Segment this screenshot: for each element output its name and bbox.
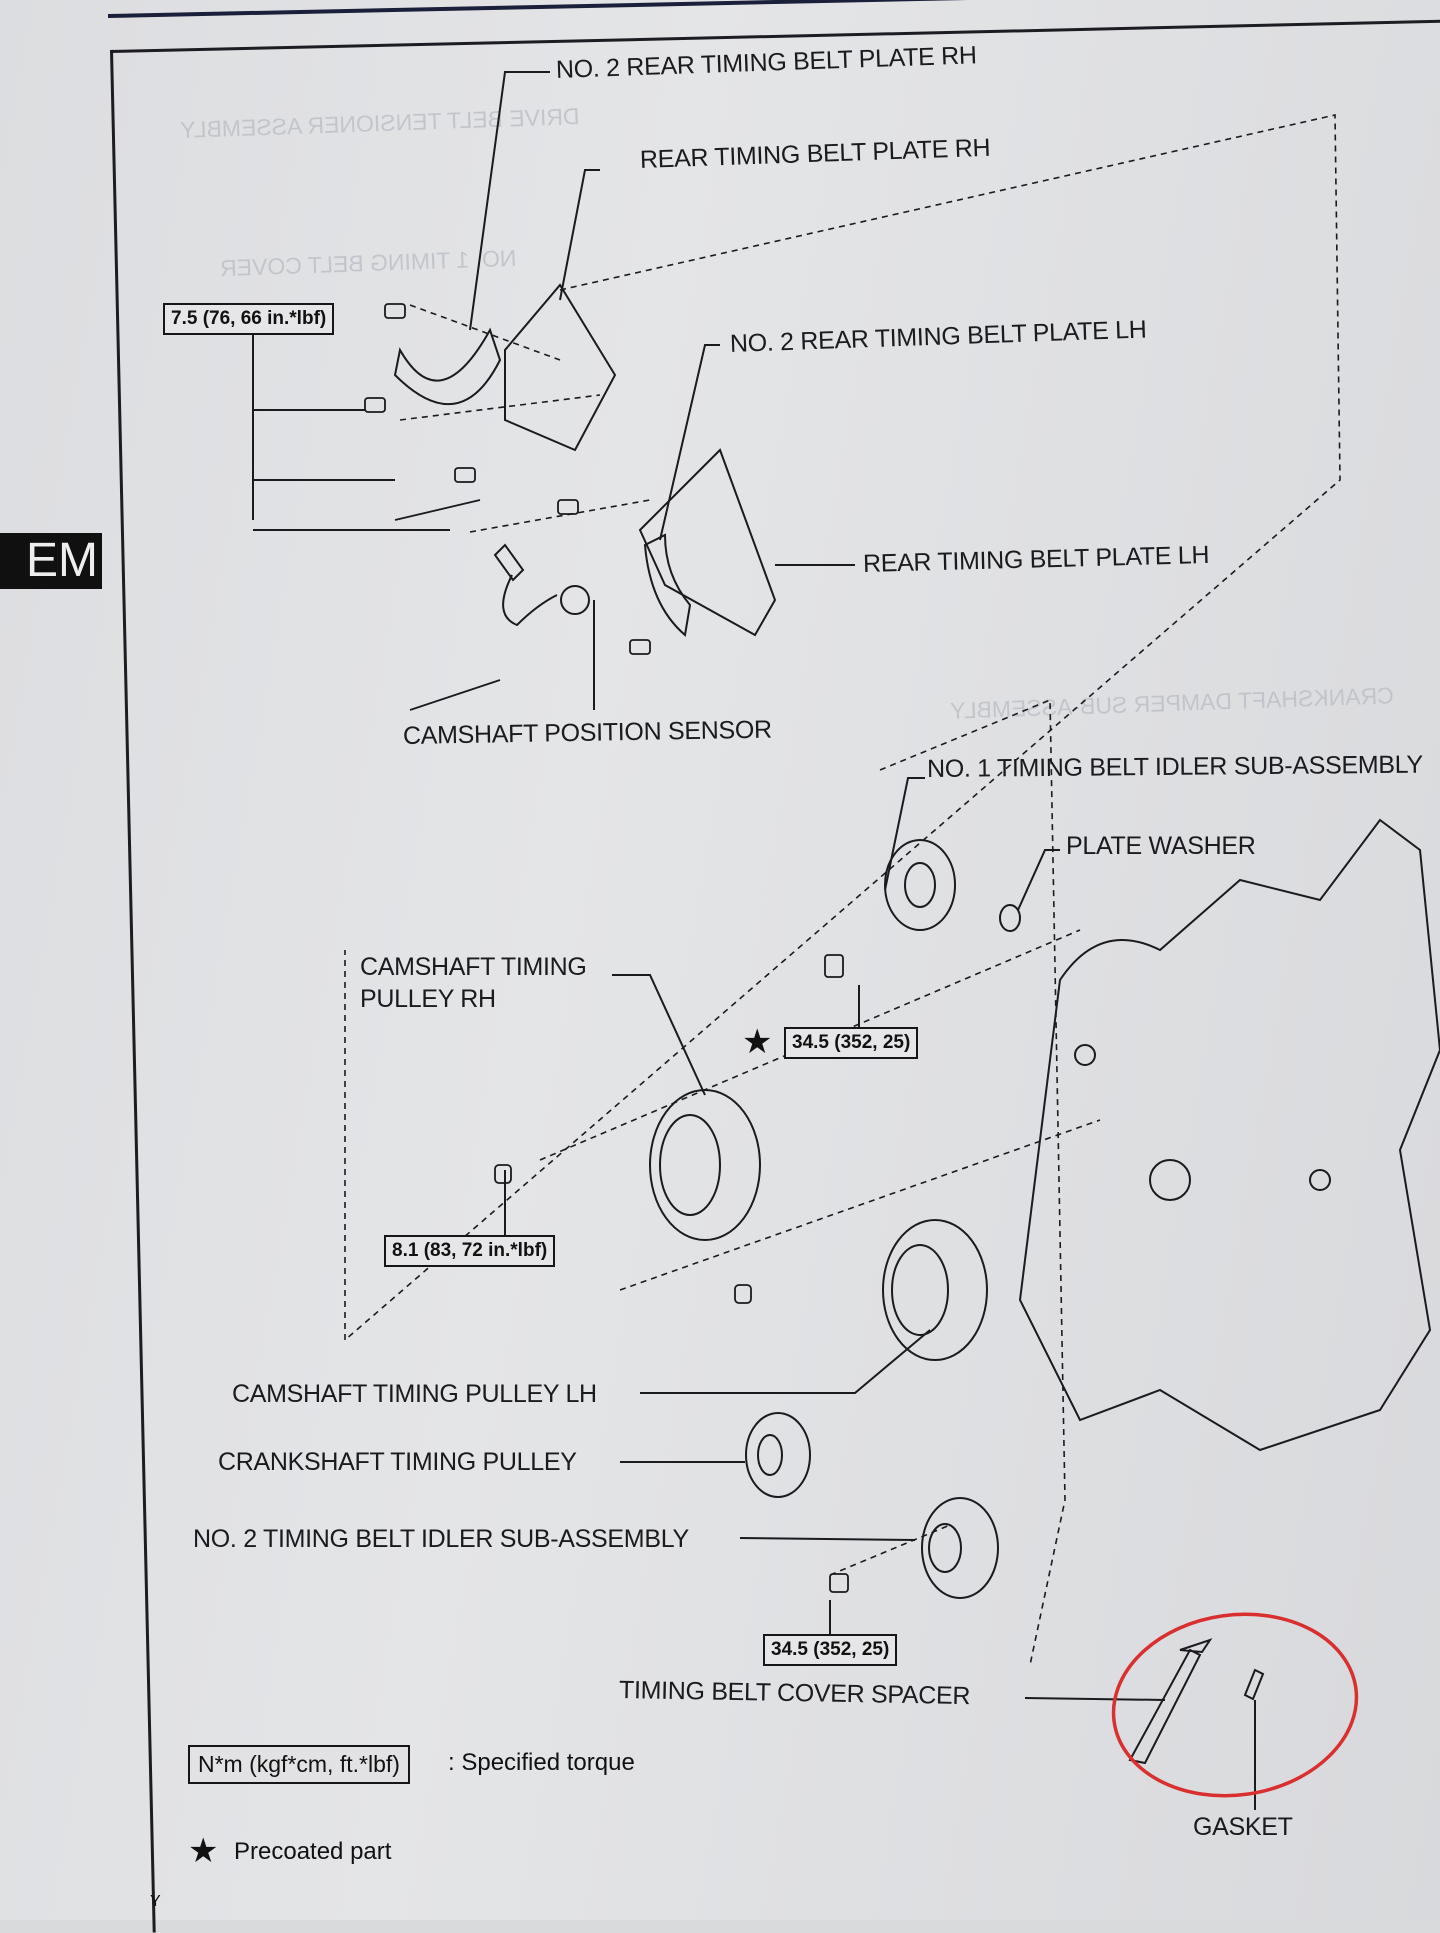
leader-line [612, 974, 706, 1096]
leader-line [559, 169, 600, 301]
label-camshaft-timing-pulley-rh-line2: PULLEY RH [360, 985, 496, 1013]
label-plate-washer: PLATE WASHER [1066, 832, 1256, 860]
section-tab-em: EM [0, 533, 102, 589]
torque-idler-no2-bolt: 34.5 (352, 25) [763, 1634, 898, 1666]
engine-block-outline [1018, 818, 1440, 1452]
leader-line [1024, 1697, 1166, 1701]
leader-line [1017, 849, 1060, 911]
no2-rear-plate-rh-shape [393, 327, 502, 406]
legend-precoated-desc: Precoated part [234, 1838, 392, 1865]
leader-line [640, 1329, 931, 1394]
leader-line [469, 71, 550, 331]
gasket-shape [1243, 1668, 1265, 1701]
label-crankshaft-timing-pulley: CRANKSHAFT TIMING PULLEY [218, 1448, 577, 1476]
no2-rear-plate-lh-shape [643, 533, 692, 637]
torque-rear-plate-bolts: 7.5 (76, 66 in.*lbf) [163, 303, 335, 335]
idler-no2-shape [921, 1497, 999, 1599]
camshaft-sensor-body [560, 585, 590, 615]
cam-pulley-lh-shape [882, 1219, 988, 1361]
torque-idler-no1-bolt: 34.5 (352, 25) [784, 1027, 919, 1059]
leader-line [659, 344, 720, 541]
rear-plate-lh-shape [638, 448, 777, 637]
crank-pulley-shape [745, 1412, 811, 1498]
leader-line [739, 1537, 916, 1541]
assembly-line [879, 698, 1066, 1666]
legend-star-icon: ★ [188, 1832, 219, 1870]
label-gasket: GASKET [1193, 1813, 1293, 1841]
torque-cam-pulley-bolt: 8.1 (83, 72 in.*lbf) [384, 1235, 556, 1267]
legend-torque-unit: N*m (kgf*cm, ft.*lbf) [188, 1745, 410, 1784]
camshaft-sensor-shape [493, 543, 558, 627]
assembly-line [344, 114, 1341, 1341]
idler-no1-shape [884, 839, 956, 931]
timing-belt-cover-spacer-shape [1128, 1638, 1213, 1765]
plate-washer-shape [999, 904, 1021, 932]
precoated-star-icon: ★ [742, 1023, 773, 1061]
label-camshaft-timing-pulley-rh-line1: CAMSHAFT TIMING [360, 953, 587, 981]
cam-pulley-rh-shape [649, 1089, 761, 1241]
highlight-circle [1111, 1612, 1359, 1798]
label-no1-timing-belt-idler: NO. 1 TIMING BELT IDLER SUB-ASSEMBLY [926, 750, 1423, 783]
label-camshaft-timing-pulley-lh: CAMSHAFT TIMING PULLEY LH [232, 1380, 597, 1408]
bolt-icons [364, 303, 849, 1593]
legend-torque-desc: : Specified torque [448, 1749, 635, 1776]
leader-line [884, 777, 925, 891]
page-marker: Y [150, 1893, 161, 1910]
label-timing-belt-cover-spacer: TIMING BELT COVER SPACER [618, 1676, 971, 1711]
rear-plate-rh-shape [504, 283, 617, 452]
label-no2-timing-belt-idler: NO. 2 TIMING BELT IDLER SUB-ASSEMBLY [193, 1525, 689, 1553]
